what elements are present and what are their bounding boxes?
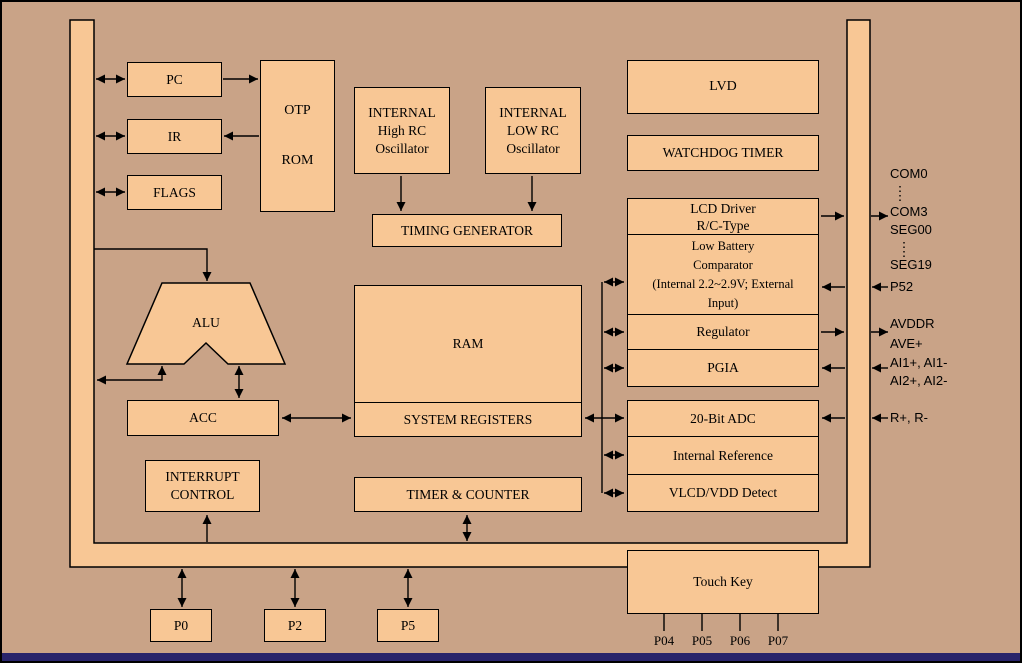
block-system-registers: SYSTEM REGISTERS bbox=[354, 402, 582, 437]
pin-label-p52: P52 bbox=[890, 279, 914, 294]
block-interrupt-control: INTERRUPT CONTROL bbox=[145, 460, 260, 512]
pin-label-ai2: AI2+, AI2- bbox=[890, 373, 948, 388]
pin-label-avddr: AVDDR bbox=[890, 316, 935, 331]
block-regulator: Regulator bbox=[627, 314, 819, 350]
block-20bit-adc: 20-Bit ADC bbox=[627, 400, 819, 437]
block-ir: IR bbox=[127, 119, 222, 154]
pin-label-seg00: SEG00 bbox=[890, 222, 932, 237]
block-flags: FLAGS bbox=[127, 175, 222, 210]
block-ram: RAM bbox=[354, 285, 582, 403]
block-timing-generator: TIMING GENERATOR bbox=[372, 214, 562, 247]
block-lcd-driver: LCD Driver R/C-Type bbox=[627, 198, 819, 235]
system-bus bbox=[69, 19, 871, 568]
pin-label-seg19: SEG19 bbox=[890, 257, 932, 272]
block-p5: P5 bbox=[377, 609, 439, 642]
block-internal-reference: Internal Reference bbox=[627, 436, 819, 475]
block-watchdog-timer: WATCHDOG TIMER bbox=[627, 135, 819, 171]
pin-label-p04: P04 bbox=[653, 633, 675, 648]
alu-shape bbox=[125, 282, 287, 365]
connection-arrows bbox=[94, 74, 905, 631]
pin-label-p07: P07 bbox=[767, 633, 789, 648]
block-internal-low-rc-oscillator: INTERNAL LOW RC Oscillator bbox=[485, 87, 581, 174]
alu-label: ALU bbox=[192, 315, 220, 330]
pin-label-r: R+, R- bbox=[890, 410, 928, 425]
pin-label-com0: COM0 bbox=[890, 166, 928, 181]
block-otp-rom: OTP ROM bbox=[260, 60, 335, 212]
pin-label-com3: COM3 bbox=[890, 204, 928, 219]
block-pc: PC bbox=[127, 62, 222, 97]
pin-label-ai1: AI1+, AI1- bbox=[890, 355, 948, 370]
pin-label-p05: P05 bbox=[691, 633, 713, 648]
block-lvd: LVD bbox=[627, 60, 819, 114]
block-p2: P2 bbox=[264, 609, 326, 642]
block-touch-key: Touch Key bbox=[627, 550, 819, 614]
pin-label-p06: P06 bbox=[729, 633, 751, 648]
block-vlcd-vdd-detect: VLCD/VDD Detect bbox=[627, 474, 819, 512]
pin-label-ave: AVE+ bbox=[890, 336, 923, 351]
block-internal-high-rc-oscillator: INTERNAL High RC Oscillator bbox=[354, 87, 450, 174]
block-p0: P0 bbox=[150, 609, 212, 642]
block-acc: ACC bbox=[127, 400, 279, 436]
block-timer-counter: TIMER & COUNTER bbox=[354, 477, 582, 512]
bottom-edge-strip bbox=[2, 653, 1020, 661]
block-low-battery-comparator: Low Battery Comparator (Internal 2.2~2.9… bbox=[627, 234, 819, 315]
block-pgia: PGIA bbox=[627, 349, 819, 387]
